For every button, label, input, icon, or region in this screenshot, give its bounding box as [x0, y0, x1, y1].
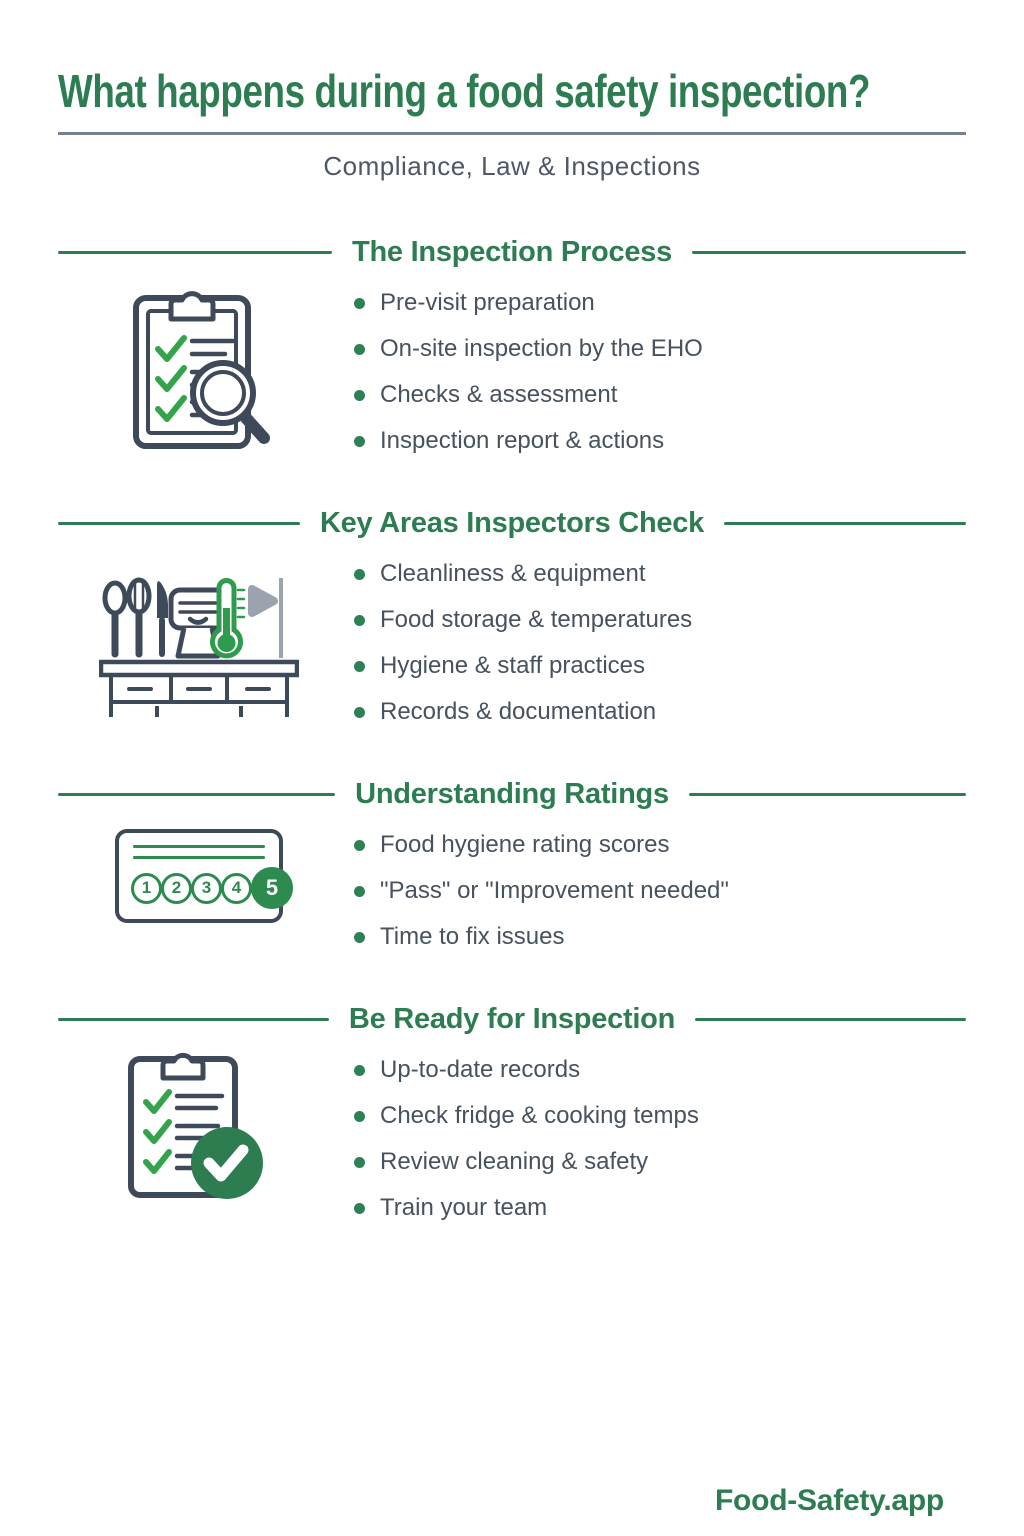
header-line-right — [695, 1018, 966, 1021]
bullet-item: Inspection report & actions — [340, 427, 966, 455]
section-header: Understanding Ratings — [58, 778, 967, 811]
section-body: 1 2 3 4 5 Food hygiene rating scores "Pas… — [58, 825, 966, 969]
section-title: Be Ready for Inspection — [348, 1003, 676, 1035]
rating-score-2: 2 — [161, 872, 192, 904]
hygiene-rating-card-icon: 1 2 3 4 5 — [58, 825, 340, 923]
section-header: Be Ready for Inspection — [58, 1003, 966, 1036]
kitchen-counter-icon — [58, 562, 340, 720]
section-inspection-process: The Inspection Process — [58, 236, 967, 473]
rating-score-5-selected: 5 — [251, 867, 293, 909]
section-header: The Inspection Process — [58, 236, 967, 269]
bullet-item: Cleanliness & equipment — [340, 560, 966, 588]
bullet-item: Up-to-date records — [340, 1056, 966, 1084]
bullet-item: Time to fix issues — [340, 923, 966, 951]
page-title: What happens during a food safety inspec… — [58, 65, 871, 117]
bullet-item: Checks & assessment — [340, 381, 966, 409]
page-subtitle: Compliance, Law & Inspections — [323, 151, 701, 181]
header-line-left — [58, 522, 300, 525]
title-divider — [58, 132, 966, 135]
bullet-item: Hygiene & staff practices — [340, 652, 966, 680]
section-title: Key Areas Inspectors Check — [319, 507, 705, 539]
bullet-item: Records & documentation — [340, 698, 966, 726]
bullet-item: "Pass" or "Improvement needed" — [340, 877, 966, 905]
bullet-item: On-site inspection by the EHO — [340, 335, 966, 363]
section-header: Key Areas Inspectors Check — [58, 507, 967, 540]
section-title: The Inspection Process — [351, 236, 673, 268]
bullet-item: Check fridge & cooking temps — [340, 1102, 966, 1130]
bullet-item: Train your team — [340, 1194, 966, 1222]
section-be-ready: Be Ready for Inspection — [58, 1003, 966, 1240]
bullet-item: Food storage & temperatures — [340, 606, 966, 634]
sections-container: The Inspection Process — [58, 236, 967, 1240]
rating-card: 1 2 3 4 5 — [115, 829, 293, 923]
header-line-right — [724, 522, 967, 525]
header-line-right — [692, 251, 967, 254]
section-key-areas: Key Areas Inspectors Check — [58, 507, 967, 744]
header-line-left — [58, 793, 336, 796]
clipboard-magnifier-icon — [58, 275, 340, 455]
clipboard-check-icon — [58, 1042, 340, 1202]
rating-line — [133, 856, 265, 859]
section-title: Understanding Ratings — [355, 778, 669, 810]
header-line-right — [688, 793, 967, 796]
bullet-item: Food hygiene rating scores — [340, 831, 966, 859]
bullet-list: Food hygiene rating scores "Pass" or "Imp… — [340, 831, 966, 969]
rating-score-4: 4 — [221, 872, 252, 904]
header-line-left — [58, 251, 332, 254]
bullet-item: Review cleaning & safety — [340, 1148, 966, 1176]
rating-line — [133, 845, 265, 848]
footer-brand: Food-Safety.app — [714, 1484, 944, 1517]
rating-score-3: 3 — [191, 872, 222, 904]
bullet-item: Pre-visit preparation — [340, 289, 966, 317]
rating-score-1: 1 — [131, 872, 162, 904]
rating-scale: 1 2 3 4 5 — [131, 867, 293, 909]
header-line-left — [58, 1018, 329, 1021]
section-understanding-ratings: Understanding Ratings 1 2 3 4 5 — [58, 778, 967, 969]
